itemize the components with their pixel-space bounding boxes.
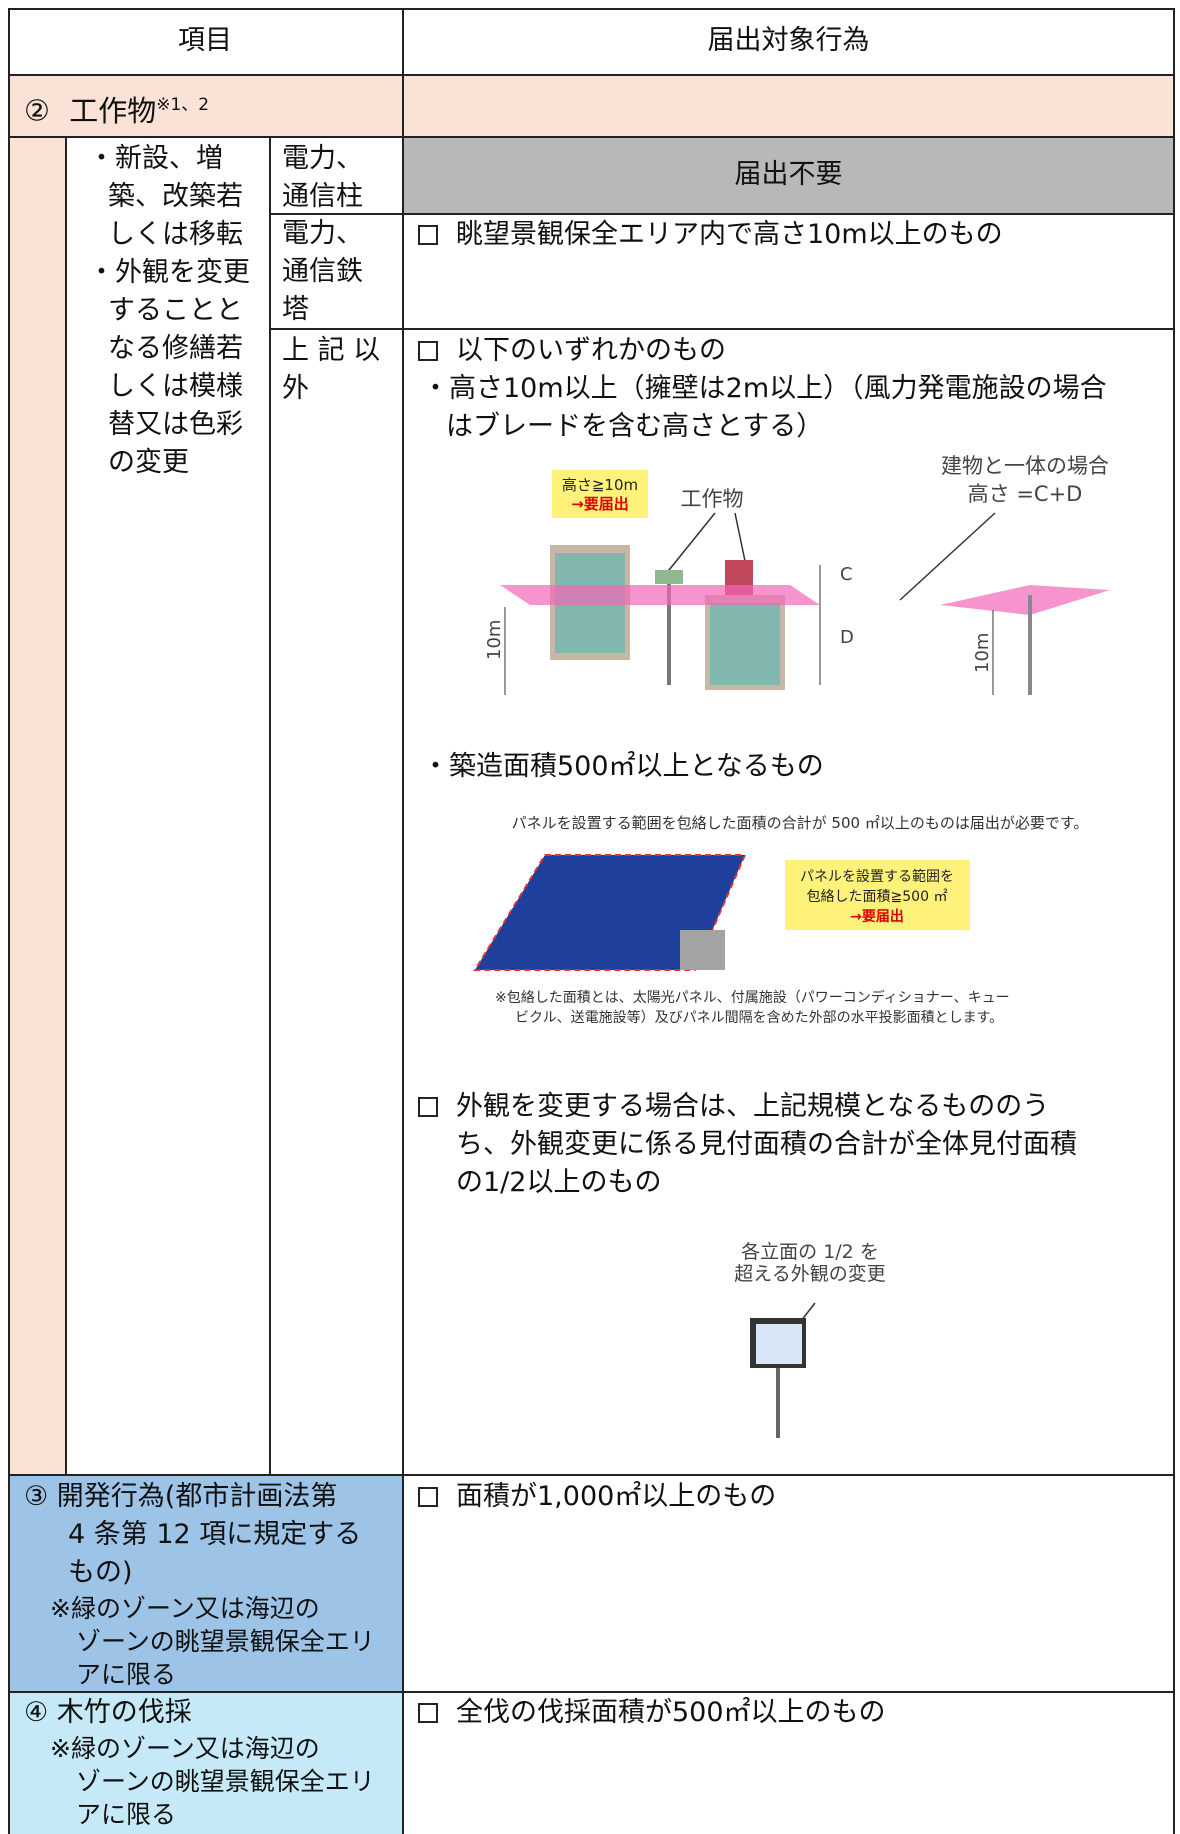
- facade-line: 外観を変更する場合は、上記規模となるもののう: [456, 1091, 1050, 1122]
- type-pole: 電力、 通信柱: [282, 140, 363, 216]
- logging-note-line: アに限る: [76, 1800, 177, 1829]
- facade-line: の1/2以上のもの: [456, 1167, 662, 1198]
- checkbox[interactable]: [418, 1703, 438, 1723]
- tower-action: 眺望景観保全エリア内で高さ10m以上のもの: [418, 216, 1003, 254]
- development-title-line: 4 条第 12 項に規定する: [68, 1519, 362, 1550]
- structure-title-bg: [8, 75, 1175, 137]
- facade-figure: 各立面の 1/2 を 超える外観の変更: [734, 1241, 886, 1438]
- type-line: 外: [282, 373, 309, 404]
- structure-left-strip: [8, 137, 65, 1475]
- development-title-line: もの): [68, 1557, 133, 1588]
- development-note-line: ゾーンの眺望景観保全エリ: [76, 1627, 375, 1656]
- act-line: 築、改築若: [108, 181, 243, 212]
- fig1-badge-l1: 高さ≧10m: [562, 476, 638, 494]
- fig2-caption: パネルを設置する範囲を包絡した面積の合計が 500 ㎡以上のものは届出が必要です…: [512, 814, 1089, 832]
- not-required-bg: [403, 137, 1175, 213]
- height-line: ・高さ10m以上（擁壁は2m以上）（風力発電施設の場合: [422, 373, 1107, 404]
- type-tower: 電力、 通信鉄 塔: [282, 215, 363, 329]
- height-figure: 高さ≧10m →要届出 工作物 建物と一体の場合 高さ =C+D 10m C D…: [484, 454, 1110, 695]
- act-line: ・外観を変更: [88, 257, 250, 288]
- type-line: 電力、: [282, 218, 363, 249]
- act-line: の変更: [108, 447, 189, 478]
- checkbox[interactable]: [418, 1097, 438, 1117]
- checkbox[interactable]: [418, 225, 438, 245]
- type-line: 通信鉄: [282, 256, 363, 287]
- fig2-note-l2: ビクル、送電施設等）及びパネル間隔を含めた外部の水平投影面積とします。: [515, 1009, 1003, 1026]
- development-action: 面積が1,000㎡以上のもの: [418, 1478, 776, 1516]
- logging-note: ※緑のゾーン又は海辺の ゾーンの眺望景観保全エリ アに限る: [50, 1732, 375, 1831]
- tower-action-text: 眺望景観保全エリア内で高さ10m以上のもの: [456, 219, 1003, 250]
- fig1-dim-d: D: [840, 627, 854, 648]
- type-line: 上 記 以: [282, 335, 381, 366]
- facade-condition: 外観を変更する場合は、上記規模となるもののう ち、外観変更に係る見付面積の合計が…: [418, 1088, 1077, 1202]
- checkbox[interactable]: [418, 1487, 438, 1507]
- area-condition: ・築造面積500㎡以上となるもの: [422, 751, 824, 782]
- act-line: ・新設、増: [88, 143, 223, 174]
- act-line: しくは移転: [108, 219, 243, 250]
- other-action-head-text: 以下のいずれかのもの: [456, 335, 726, 366]
- structure-number: ②: [24, 93, 50, 128]
- height-condition: ・高さ10m以上（擁壁は2m以上）（風力発電施設の場合 はブレードを含む高さとす…: [422, 370, 1107, 446]
- logging-note-line: ゾーンの眺望景観保全エリ: [76, 1767, 375, 1796]
- structure-note-ref: ※1、2: [156, 95, 210, 115]
- facade-line: ち、外観変更に係る見付面積の合計が全体見付面積: [456, 1129, 1077, 1160]
- development-note-line: ※緑のゾーン又は海辺の: [50, 1594, 320, 1623]
- act-line: しくは模様: [108, 371, 243, 402]
- fig1-dim-10m: 10m: [484, 620, 505, 660]
- development-note-line: アに限る: [76, 1660, 177, 1689]
- fig1-badge-l2: →要届出: [571, 495, 629, 513]
- fig2-badge-l2: 包絡した面積≧500 ㎡: [807, 889, 948, 905]
- logging-title: ④ 木竹の伐採: [24, 1697, 192, 1728]
- fig1-combined-l2: 高さ =C+D: [968, 482, 1083, 506]
- checkbox[interactable]: [418, 341, 438, 361]
- fig3-label-l2: 超える外観の変更: [734, 1263, 885, 1285]
- height-line: はブレードを含む高さとする）: [446, 411, 824, 442]
- logging-note-line: ※緑のゾーン又は海辺の: [50, 1734, 320, 1763]
- fig2-badge-l3: →要届出: [850, 908, 904, 925]
- fig2-badge-l1: パネルを設置する範囲を: [800, 868, 954, 885]
- development-note: ※緑のゾーン又は海辺の ゾーンの眺望景観保全エリ アに限る: [50, 1592, 375, 1691]
- header-action: 届出対象行為: [707, 25, 870, 56]
- type-line: 通信柱: [282, 181, 363, 212]
- act-line: なる修繕若: [108, 333, 243, 364]
- fig1-structure-label: 工作物: [681, 487, 744, 511]
- act-line: 替又は色彩: [108, 409, 243, 440]
- fig1-dim-10m-b: 10m: [972, 633, 993, 673]
- logging-action: 全伐の伐採面積が500㎡以上のもの: [418, 1694, 886, 1732]
- logging-action-text: 全伐の伐採面積が500㎡以上のもの: [456, 1697, 886, 1728]
- fig2-note-l1: ※包絡した面積とは、太陽光パネル、付属施設（パワーコンディショナー、キュー: [495, 989, 1010, 1006]
- type-other: 上 記 以 外: [282, 332, 380, 408]
- fig3-label-l1: 各立面の 1/2 を: [741, 1241, 879, 1263]
- acts-list: ・新設、増 築、改築若 しくは移転 ・外観を変更 することと なる修繕若 しくは…: [88, 140, 250, 482]
- fig1-dim-c: C: [840, 564, 853, 585]
- development-title-line: ③ 開発行為(都市計画法第: [24, 1481, 338, 1512]
- structure-title: ② 工作物※1、2: [24, 86, 209, 130]
- not-required-text: 届出不要: [734, 159, 843, 190]
- header-item: 項目: [178, 25, 232, 56]
- development-action-text: 面積が1,000㎡以上のもの: [456, 1481, 777, 1512]
- logging-bg: [8, 1692, 403, 1834]
- act-line: することと: [108, 295, 243, 326]
- development-bg: [8, 1475, 403, 1692]
- development-title: ③ 開発行為(都市計画法第 4 条第 12 項に規定する もの): [24, 1478, 361, 1592]
- other-action-head: 以下のいずれかのもの: [418, 332, 726, 370]
- fig1-combined-l1: 建物と一体の場合: [941, 454, 1109, 478]
- structure-name: 工作物: [69, 93, 157, 128]
- type-line: 塔: [282, 294, 309, 325]
- type-line: 電力、: [282, 143, 363, 174]
- solar-figure: パネルを設置する範囲を包絡した面積の合計が 500 ㎡以上のものは届出が必要です…: [473, 814, 1089, 1026]
